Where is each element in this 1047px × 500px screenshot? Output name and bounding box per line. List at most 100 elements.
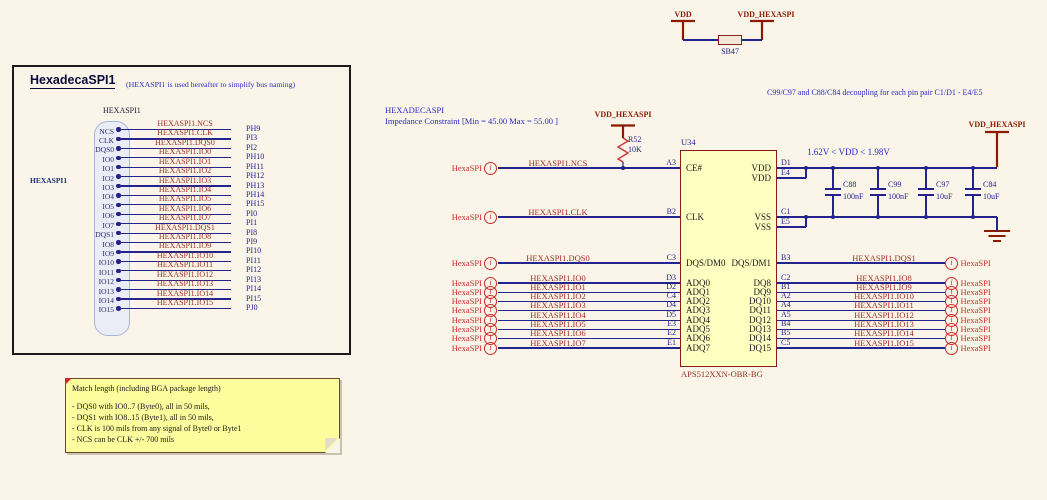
wire bbox=[120, 194, 231, 197]
port-name-label: HexaSPI bbox=[960, 342, 991, 353]
hexaspi-port-icon[interactable]: i bbox=[484, 256, 497, 270]
mcu-pin-designator: PI13 bbox=[246, 274, 262, 284]
junction-dot bbox=[116, 155, 121, 160]
net-label: HEXASPI1.IO3 bbox=[158, 175, 212, 185]
wire bbox=[825, 194, 841, 196]
wire bbox=[805, 168, 807, 178]
resistor-ref: R52 bbox=[628, 135, 642, 144]
mcu-pin-designator: PI9 bbox=[246, 237, 258, 247]
harness-pin-name: NCS bbox=[99, 126, 114, 136]
wire bbox=[120, 232, 231, 234]
wire bbox=[777, 167, 806, 169]
chip-pin-number: A4 bbox=[781, 300, 791, 310]
chip-pin-name: ADQ2 bbox=[686, 296, 710, 307]
chip-pin-number: E3 bbox=[667, 318, 676, 328]
chip-pin-number: D5 bbox=[666, 309, 676, 319]
hexaspi-port-icon[interactable]: i bbox=[945, 256, 958, 270]
net-label: HEXASPI1.IO11 bbox=[157, 260, 213, 270]
hexaspi-port-icon[interactable]: i bbox=[484, 210, 497, 224]
junction-dot bbox=[116, 193, 121, 198]
chip-pin-name: ADQ1 bbox=[686, 286, 710, 297]
note-line: - NCS can be CLK +/- 700 mils bbox=[72, 435, 175, 444]
wire bbox=[972, 196, 974, 217]
harness-pin-name: IO15 bbox=[98, 305, 114, 315]
net-label: HEXASPI1.IO5 bbox=[158, 194, 212, 204]
harness-pin-name: IO3 bbox=[102, 183, 114, 193]
wire bbox=[825, 188, 841, 190]
wire bbox=[806, 167, 997, 169]
chip-pin-number: E4 bbox=[781, 167, 790, 177]
harness-pin-name: IO4 bbox=[102, 192, 114, 202]
harness-pin-name: IO1 bbox=[102, 164, 114, 174]
chip-pin-number: E1 bbox=[667, 337, 676, 347]
mcu-pin-designator: PI12 bbox=[246, 265, 262, 275]
rail-power-label: VDD_HEXASPI bbox=[968, 120, 1026, 129]
chip-pin-number: D3 bbox=[666, 272, 676, 282]
memory-chip-body[interactable] bbox=[680, 150, 777, 367]
wire bbox=[120, 138, 231, 140]
solder-bridge-component[interactable] bbox=[718, 35, 742, 45]
wire bbox=[805, 217, 807, 227]
wire bbox=[497, 338, 680, 340]
wire bbox=[497, 291, 680, 293]
sheet-title: HexadecaSPI1 bbox=[30, 73, 116, 89]
chip-pin-name: DQ9 bbox=[753, 286, 772, 297]
port-name-label: HexaSPI bbox=[960, 296, 991, 307]
junction-dot bbox=[116, 268, 121, 273]
chip-pin-name: DQ14 bbox=[749, 333, 771, 344]
wire bbox=[497, 347, 680, 349]
net-class-name: HEXADECASPI bbox=[385, 105, 445, 115]
hexaspi-port-icon[interactable]: i bbox=[945, 341, 958, 355]
mcu-pin-designator: PI3 bbox=[246, 133, 258, 143]
net-label: HEXASPI1.IO7 bbox=[530, 337, 586, 348]
net-label: HEXASPI1.IO6 bbox=[158, 203, 212, 213]
chip-pin-number: B1 bbox=[781, 281, 791, 291]
junction-dot bbox=[116, 221, 121, 226]
wire bbox=[777, 226, 806, 228]
wire bbox=[497, 301, 680, 303]
hexaspi-port-icon[interactable]: i bbox=[484, 161, 497, 175]
wire bbox=[120, 251, 231, 253]
wire bbox=[120, 307, 231, 310]
wire bbox=[777, 338, 945, 340]
sheet-symbol-box[interactable] bbox=[12, 65, 351, 355]
junction-dot bbox=[803, 214, 809, 220]
chip-pin-name: DQ15 bbox=[749, 342, 771, 353]
harness-pin-name: IO13 bbox=[98, 286, 114, 296]
wire bbox=[120, 223, 231, 225]
chip-pin-number: D2 bbox=[666, 281, 676, 291]
chip-pin-number: A2 bbox=[781, 291, 791, 301]
chip-pin-number: D1 bbox=[781, 157, 791, 167]
wire bbox=[497, 282, 680, 284]
chip-pin-name: ADQ4 bbox=[686, 314, 710, 325]
chip-pin-number: B4 bbox=[781, 318, 791, 328]
junction-dot bbox=[116, 212, 121, 217]
wire bbox=[918, 194, 934, 196]
junction-dot bbox=[116, 202, 121, 208]
harness-connector[interactable] bbox=[94, 121, 130, 336]
chip-pin-name: ADQ7 bbox=[686, 342, 710, 353]
chip-pin-name: DQ11 bbox=[749, 305, 771, 316]
harness-pin-name: IO8 bbox=[102, 239, 114, 249]
wire bbox=[120, 204, 231, 206]
net-label: HEXASPI1.IO14 bbox=[854, 328, 914, 339]
design-note[interactable]: Match length (including BGA package leng… bbox=[65, 378, 340, 453]
mcu-pin-designator: PH9 bbox=[246, 124, 261, 133]
harness-pin-name: IO12 bbox=[98, 277, 114, 287]
port-name-label: HexaSPI bbox=[960, 314, 991, 325]
wire bbox=[120, 298, 231, 300]
port-name-label: HexaSPI bbox=[960, 257, 991, 268]
junction-dot bbox=[620, 165, 626, 171]
junction-dot bbox=[923, 165, 929, 171]
hexaspi-port-icon[interactable]: i bbox=[484, 341, 497, 355]
port-name-label: HexaSPI bbox=[960, 286, 991, 297]
net-label: HEXASPI1.IO0 bbox=[158, 147, 212, 157]
junction-dot bbox=[116, 164, 121, 170]
chip-pin-number: B2 bbox=[666, 206, 676, 216]
junction-dot bbox=[116, 249, 121, 255]
junction-dot bbox=[116, 306, 121, 311]
net-label: HEXASPI1.IO8 bbox=[856, 272, 912, 283]
chip-pin-name: ADQ5 bbox=[686, 323, 710, 334]
junction-dot bbox=[116, 183, 121, 189]
wire bbox=[925, 168, 927, 189]
